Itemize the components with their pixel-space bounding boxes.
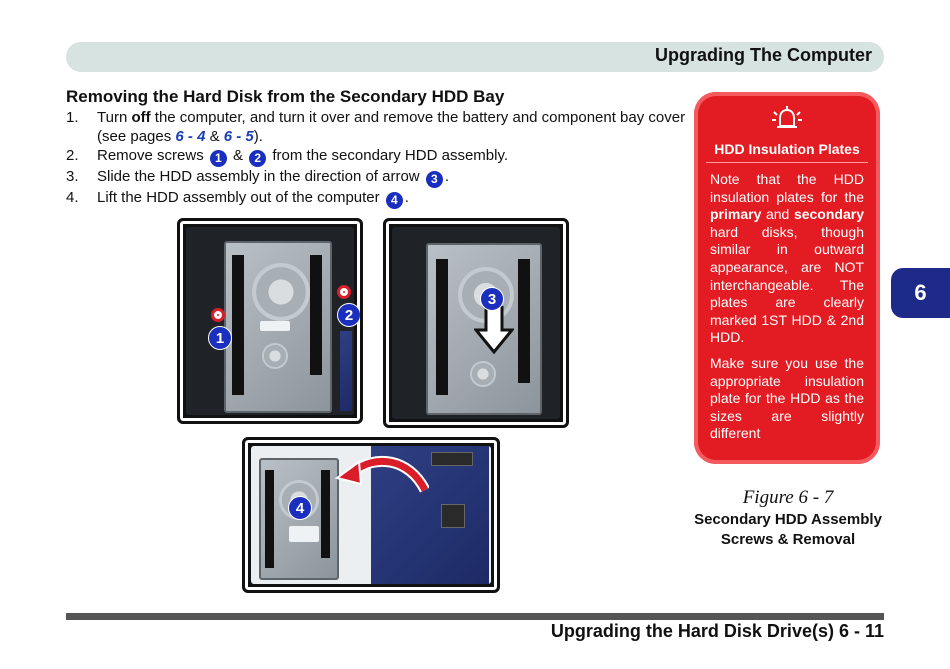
sidebar-paragraph: Make sure you use the appropriate insula…: [710, 354, 864, 442]
disk-hub: [262, 343, 288, 369]
chapter-tab[interactable]: 6: [891, 268, 950, 318]
warning-bell-icon: [772, 106, 802, 128]
figure-description: Secondary HDD Assembly Screws & Removal: [694, 511, 882, 548]
hdd-photo-lift: 4: [242, 437, 500, 593]
chip: [441, 504, 465, 528]
callout-badge: 1: [209, 150, 227, 167]
page-ref-link[interactable]: 6 - 5: [223, 128, 254, 145]
hdd-image: [224, 241, 332, 413]
lift-arrow-icon: [334, 455, 429, 493]
figure-caption: Figure 6 - 7 Secondary HDD Assembly Scre…: [690, 487, 886, 549]
step-item: 4.Lift the HDD assembly out of the compu…: [66, 189, 409, 209]
insulation-strip: [321, 470, 330, 558]
section-title: Removing the Hard Disk from the Secondar…: [66, 87, 505, 106]
callout-badge: 3: [425, 171, 443, 188]
page-ref-link[interactable]: 6 - 4: [175, 128, 206, 145]
screw-marker-icon: [211, 308, 225, 322]
callout-badge: 4: [385, 192, 403, 209]
step-item: 2.Remove screws 1 & 2 from the secondary…: [66, 147, 509, 167]
hdd-photo-slide: 3: [383, 218, 569, 428]
slide-arrow-icon: [474, 306, 514, 354]
insulation-strip: [518, 259, 530, 383]
footer-rule: [66, 613, 884, 620]
disk-label: [289, 526, 319, 542]
callout-badge: 2: [249, 150, 267, 167]
sidebar-divider: [706, 162, 868, 163]
header-bar: [66, 42, 884, 72]
steps-list: 1.Turn off the computer, and turn it ove…: [66, 108, 686, 209]
sidebar-title: HDD Insulation Plates: [714, 141, 860, 157]
step-item: 1.Turn off the computer, and turn it ove…: [66, 109, 686, 145]
callout-4: 4: [288, 496, 312, 520]
callout-3: 3: [480, 287, 504, 311]
disk-platter: [252, 263, 310, 321]
sidebar-body: Note that the HDD insulation plates for …: [710, 171, 864, 451]
motherboard-image: [371, 446, 489, 584]
board-strip: [340, 331, 352, 411]
hdd-photo-screws: 1 2: [177, 218, 363, 424]
callout-1: 1: [208, 326, 232, 350]
insulation-strip: [265, 470, 274, 568]
chip: [431, 452, 473, 466]
screw-marker-icon: [337, 285, 351, 299]
figure-number: Figure 6 - 7: [742, 487, 834, 508]
callout-2: 2: [337, 303, 360, 327]
note-sidebar: HDD Insulation Plates Note that the HDD …: [694, 92, 880, 464]
insulation-strip: [436, 259, 448, 395]
insulation-strip: [310, 255, 322, 375]
disk-label: [260, 321, 290, 331]
sidebar-paragraph: Note that the HDD insulation plates for …: [710, 171, 864, 346]
disk-hub: [470, 361, 496, 387]
insulation-strip: [232, 255, 244, 395]
hdd-image: [426, 243, 542, 415]
step-item: 3.Slide the HDD assembly in the directio…: [66, 168, 449, 188]
page-header-title: Upgrading The Computer: [655, 45, 872, 65]
page-footer: Upgrading the Hard Disk Drive(s) 6 - 11: [550, 621, 884, 641]
